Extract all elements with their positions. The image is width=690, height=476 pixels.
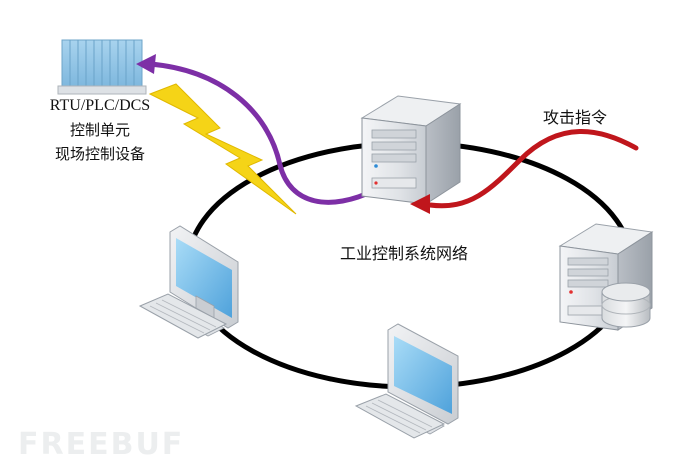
control-arrowhead [136, 54, 156, 74]
field-device-icon [57, 39, 147, 95]
server-icon [360, 95, 462, 205]
keyboard-icon-bottom [354, 393, 446, 439]
attack-arrow [427, 129, 639, 209]
device-unit-text: 控制单元 [69, 121, 130, 139]
device-field-text: 现场控制设备 [54, 145, 145, 163]
network-label: 工业控制系统网络 [340, 244, 469, 263]
device-type-text: RTU/PLC/DCS [49, 97, 151, 114]
field-device-label: RTU/PLC/DCS 控制单元 现场控制设备 [30, 98, 170, 171]
attack-arrowhead [410, 194, 430, 214]
lightning-icon [148, 83, 297, 215]
database-server-icon [558, 223, 654, 331]
watermark-logo: FREEBUF [18, 427, 185, 462]
attack-command-label: 攻击指令 [543, 108, 608, 127]
control-arrow [147, 61, 378, 205]
keyboard-icon [138, 293, 228, 339]
